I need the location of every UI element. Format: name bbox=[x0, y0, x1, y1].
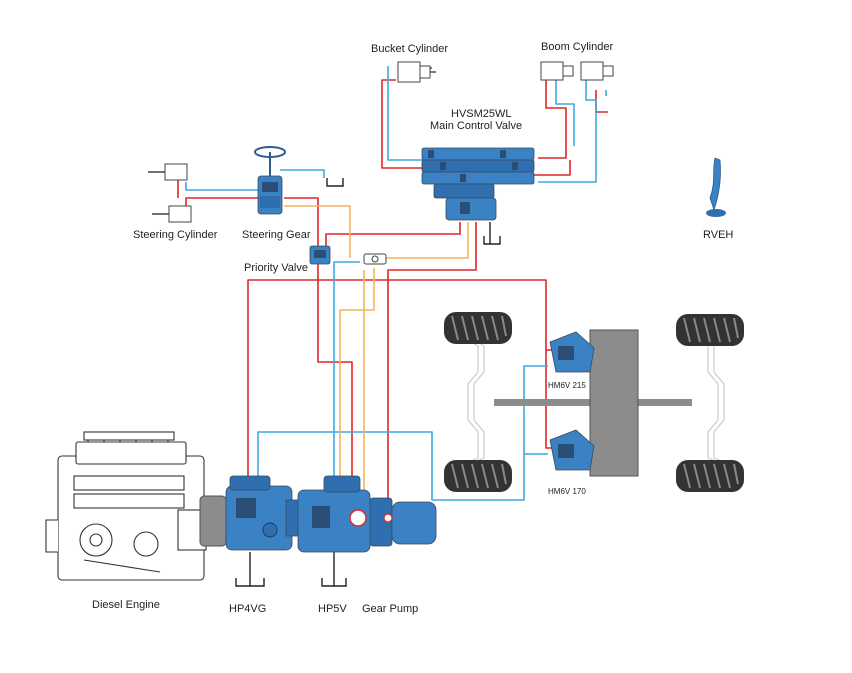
hm6v-215-label: HM6V 215 bbox=[548, 381, 586, 390]
priority-valve-label: Priority Valve bbox=[244, 262, 308, 274]
bucket-cylinder bbox=[397, 61, 436, 83]
steering-cylinder-label: Steering Cylinder bbox=[133, 229, 218, 241]
diesel-engine bbox=[45, 431, 207, 581]
steering-gear bbox=[254, 146, 286, 215]
bucket-cylinder-label: Bucket Cylinder bbox=[371, 43, 448, 55]
gear-pump-label: Gear Pump bbox=[362, 603, 418, 615]
bell-housing bbox=[199, 495, 227, 547]
hm6v-215-motor bbox=[549, 331, 595, 373]
hm6v-170-motor bbox=[549, 429, 595, 471]
pilot-lines bbox=[284, 205, 469, 498]
hm6v-170-label: HM6V 170 bbox=[548, 487, 586, 496]
check-valve bbox=[363, 253, 387, 265]
joystick-icon bbox=[706, 157, 726, 217]
hp5v-pump bbox=[297, 475, 371, 553]
priority-valve bbox=[309, 245, 331, 265]
main-valve-model: HVSM25WL bbox=[451, 108, 512, 120]
hp4vg-label: HP4VG bbox=[229, 603, 266, 615]
chassis bbox=[467, 329, 725, 477]
hp4vg-pump bbox=[225, 475, 301, 551]
main-control-valve bbox=[421, 147, 535, 221]
diesel-engine-label: Diesel Engine bbox=[92, 599, 160, 611]
steering-cylinders bbox=[148, 163, 192, 223]
return-lines bbox=[185, 66, 607, 501]
boom-cylinder-label: Boom Cylinder bbox=[541, 41, 613, 53]
main-valve-name: Main Control Valve bbox=[430, 120, 522, 132]
pressure-lines bbox=[177, 67, 608, 512]
gear-pump bbox=[369, 497, 437, 547]
hp5v-label: HP5V bbox=[318, 603, 347, 615]
steering-wheel-icon bbox=[254, 146, 286, 178]
boom-cylinders bbox=[540, 61, 614, 81]
rveh-label: RVEH bbox=[703, 229, 733, 241]
steering-gear-label: Steering Gear bbox=[242, 229, 311, 241]
tires bbox=[444, 312, 744, 492]
